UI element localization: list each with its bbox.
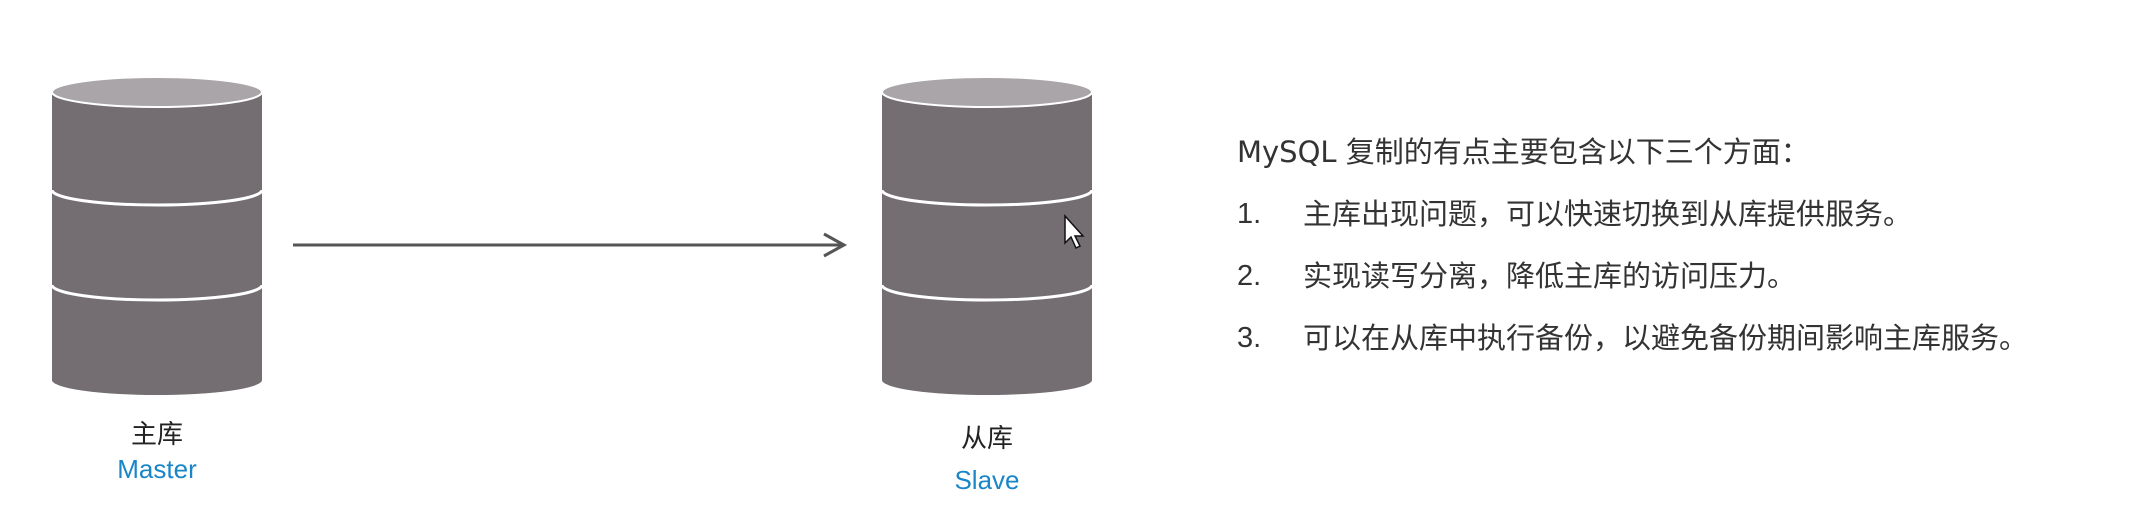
- replication-arrow: [293, 232, 848, 258]
- list-item: 1. 主库出现问题，可以快速切换到从库提供服务。: [1237, 194, 2117, 234]
- list-item-number: 2.: [1237, 260, 1262, 292]
- master-sublabel: Master: [117, 454, 197, 484]
- list-item: 3. 可以在从库中执行备份，以避免备份期间影响主库服务。: [1237, 318, 2117, 358]
- master-database-icon: [50, 76, 264, 395]
- slave-sublabel: Slave: [954, 465, 1020, 495]
- slave-database-icon: [880, 76, 1094, 395]
- list-item-number: 3.: [1237, 322, 1262, 354]
- mouse-pointer-icon: [1064, 214, 1085, 250]
- list-item-text: 可以在从库中执行备份，以避免备份期间影响主库服务。: [1303, 321, 2029, 355]
- slave-label: 从库: [960, 424, 1013, 454]
- replication-benefits: MySQL 复制的有点主要包含以下三个方面： 1. 主库出现问题，可以快速切换到…: [1237, 132, 2117, 380]
- list-item-text: 主库出现问题，可以快速切换到从库提供服务。: [1303, 197, 1913, 231]
- benefits-title: MySQL 复制的有点主要包含以下三个方面：: [1237, 135, 1810, 169]
- list-item-text: 实现读写分离，降低主库的访问压力。: [1303, 259, 1797, 293]
- master-label: 主库: [130, 420, 183, 450]
- list-item: 2. 实现读写分离，降低主库的访问压力。: [1237, 256, 2117, 296]
- list-item-number: 1.: [1237, 198, 1262, 230]
